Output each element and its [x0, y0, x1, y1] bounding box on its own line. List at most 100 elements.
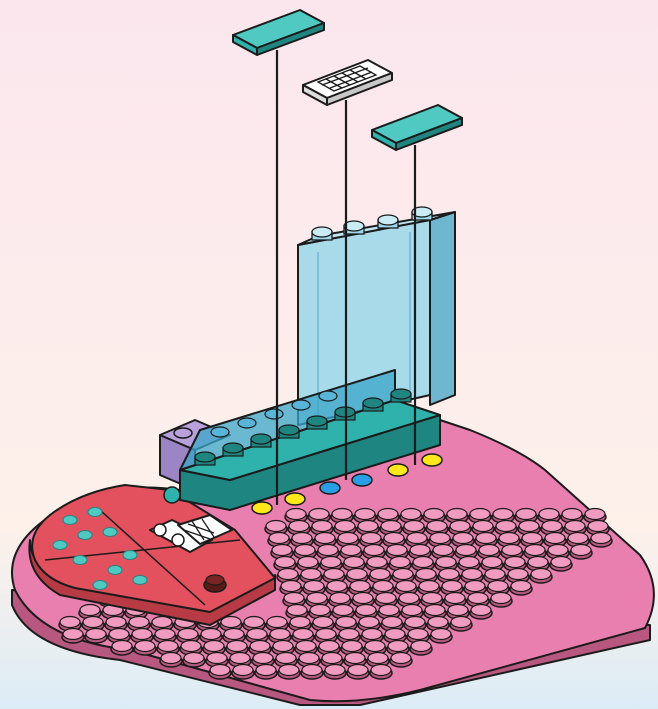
baseplate-stud-top — [410, 545, 430, 556]
baseplate-stud-top — [322, 653, 342, 664]
baseplate-stud-top — [371, 665, 391, 676]
baseplate-stud-top — [276, 653, 296, 664]
baseplate-stud-top — [330, 593, 350, 604]
baseplate-stud-top — [204, 641, 224, 652]
baseplate-stud-top — [279, 665, 299, 676]
baseplate-stud-top — [333, 605, 353, 616]
baseplate-stud-top — [465, 581, 485, 592]
baseplate-stud-top — [336, 617, 356, 628]
baseplate-stud-top — [312, 521, 332, 532]
baseplate-stud-top — [390, 557, 410, 568]
baseplate-stud-top — [178, 629, 198, 640]
baseplate-stud-top — [315, 533, 335, 544]
baseplate-stud-top — [511, 581, 531, 592]
baseplate-stud-top — [588, 521, 608, 532]
dot-icon — [63, 516, 77, 525]
baseplate-stud-top — [339, 629, 359, 640]
baseplate-stud-top — [318, 545, 338, 556]
baseplate-stud-top — [286, 509, 306, 520]
baseplate-stud-top — [273, 641, 293, 652]
baseplate-stud-top — [408, 629, 428, 640]
assembly-marker — [388, 464, 408, 476]
baseplate-stud-top — [347, 569, 367, 580]
baseplate-stud-top — [316, 629, 336, 640]
baseplate-stud-top — [450, 521, 470, 532]
baseplate-stud-top — [158, 641, 178, 652]
baseplate-stud-top — [227, 641, 247, 652]
baseplate-stud-top — [451, 617, 471, 628]
baseplate-stud-top — [292, 533, 312, 544]
blue-stud — [265, 409, 283, 419]
baseplate-stud-top — [516, 509, 536, 520]
baseplate-stud-top — [281, 581, 301, 592]
dot-icon — [73, 556, 87, 565]
dot-icon — [133, 576, 147, 585]
baseplate-stud-top — [539, 509, 559, 520]
baseplate-stud-top — [519, 521, 539, 532]
baseplate-stud-top — [428, 617, 448, 628]
baseplate-stud-top — [479, 545, 499, 556]
teal-stud-top — [223, 443, 243, 453]
baseplate-stud-top — [493, 509, 513, 520]
baseplate-stud-top — [445, 593, 465, 604]
baseplate-stud-top — [321, 557, 341, 568]
baseplate-stud-top — [431, 629, 451, 640]
baseplate-stud-top — [338, 533, 358, 544]
dot-icon — [103, 528, 117, 537]
blue-stud — [319, 391, 337, 401]
baseplate-stud-top — [155, 629, 175, 640]
baseplate-stud-top — [459, 557, 479, 568]
baseplate-stud-top — [325, 665, 345, 676]
baseplate-stud-top — [436, 557, 456, 568]
baseplate-stud-top — [341, 545, 361, 556]
baseplate-stud-top — [419, 581, 439, 592]
baseplate-stud-top — [335, 521, 355, 532]
baseplate-stud-top — [304, 581, 324, 592]
baseplate-stud-top — [562, 509, 582, 520]
teal-stud-top — [307, 416, 327, 426]
baseplate-stud-top — [396, 581, 416, 592]
baseplate-stud-top — [332, 509, 352, 520]
baseplate-stud-top — [350, 581, 370, 592]
baseplate-stud-top — [448, 605, 468, 616]
baseplate-stud-top — [298, 557, 318, 568]
assembly-marker — [252, 502, 272, 514]
dot-icon — [88, 508, 102, 517]
baseplate-stud-top — [345, 653, 365, 664]
baseplate-stud-top — [439, 569, 459, 580]
baseplate-stud-top — [244, 617, 264, 628]
baseplate-stud-top — [482, 557, 502, 568]
baseplate-stud-top — [508, 569, 528, 580]
baseplate-stud-top — [378, 509, 398, 520]
baseplate-stud-top — [295, 545, 315, 556]
baseplate-stud-top — [358, 521, 378, 532]
baseplate-stud-top — [565, 521, 585, 532]
baseplate-stud-top — [382, 617, 402, 628]
baseplate-stud-top — [427, 521, 447, 532]
baseplate-stud-top — [132, 629, 152, 640]
baseplate-stud-top — [496, 521, 516, 532]
baseplate-stud-top — [278, 569, 298, 580]
baseplate-stud-top — [299, 653, 319, 664]
baseplate-stud-top — [224, 629, 244, 640]
baseplate-stud-top — [356, 605, 376, 616]
baseplate-stud-top — [210, 665, 230, 676]
baseplate-stud-top — [256, 665, 276, 676]
baseplate-stud-top — [353, 593, 373, 604]
baseplate-stud-top — [266, 521, 286, 532]
baseplate-stud-top — [591, 533, 611, 544]
baseplate-stud-top — [416, 569, 436, 580]
baseplate-stud-top — [86, 629, 106, 640]
baseplate-stud-top — [135, 641, 155, 652]
baseplate-stud-top — [471, 605, 491, 616]
baseplate-stud-top — [302, 665, 322, 676]
baseplate-stud-top — [456, 545, 476, 556]
baseplate-stud-top — [181, 641, 201, 652]
dot-icon — [93, 581, 107, 590]
baseplate-stud-top — [230, 653, 250, 664]
teal-stud-top — [363, 398, 383, 408]
baseplate-stud-top — [433, 545, 453, 556]
dot-icon — [78, 531, 92, 540]
teal-stud-top — [391, 389, 411, 399]
